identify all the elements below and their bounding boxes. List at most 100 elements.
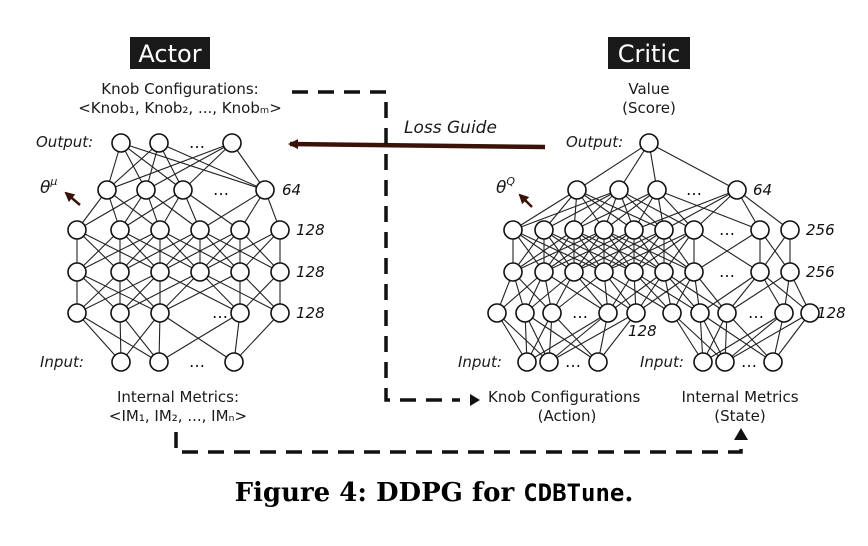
action-dashed-connector [292, 90, 460, 402]
action-pointer [470, 394, 480, 406]
network-edge [145, 189, 201, 231]
critic-size-256-b: 256 [806, 263, 835, 281]
network-edge [648, 142, 738, 191]
network-edge [551, 312, 599, 363]
critic-layer-5-node [717, 303, 737, 323]
network-edge [573, 189, 658, 231]
actor-layer-1-ellipsis: … [213, 180, 229, 199]
critic-layer-4-node [542, 303, 562, 323]
network-edge [524, 271, 575, 314]
actor-size-128-b: 128 [296, 263, 325, 281]
critic-layer-1-ellipsis: … [686, 180, 702, 199]
actor-layer-5-node [224, 352, 244, 372]
actor-layer-3-node [110, 262, 130, 282]
network-edge [633, 189, 738, 231]
network-edge [543, 229, 635, 273]
network-edge [76, 271, 161, 314]
critic-size-128-state: 128 [817, 304, 846, 322]
critic-layer-1-node [647, 180, 667, 200]
caption-code: CDBTune [523, 479, 625, 507]
critic-layer-1-node [609, 180, 629, 200]
critic-layer-7-node [763, 352, 783, 372]
actor-metrics-label: Internal Metrics: [117, 388, 239, 406]
network-edge [663, 271, 728, 314]
critic-layer-7-ellipsis: … [741, 352, 757, 371]
state-arrowhead [734, 428, 748, 440]
actor-layer-0-node [111, 133, 131, 153]
actor-theta-arrow [64, 191, 81, 206]
critic-layer-6-ellipsis: … [565, 352, 581, 371]
critic-layer-3-node [503, 262, 523, 282]
network-edge [76, 189, 147, 231]
actor-metrics-vector: <IM₁, IM₂, ..., IMₙ> [109, 407, 247, 425]
actor-layer-1-node [173, 180, 193, 200]
critic-theta: θQ [496, 175, 515, 198]
network-edge [159, 271, 241, 314]
actor-layer-4-node [110, 303, 130, 323]
network-edges [76, 142, 811, 363]
network-edge [724, 312, 811, 363]
actor-layer-1-node [255, 180, 275, 200]
network-edge [120, 142, 266, 191]
actor-layer-1-node [97, 180, 117, 200]
network-edge [106, 142, 233, 191]
network-edge [573, 189, 620, 231]
critic-state-sub: (State) [714, 407, 765, 425]
network-edge [603, 229, 695, 273]
actor-layer-2-node [190, 220, 210, 240]
critic-layer-3-node [534, 262, 554, 282]
network-edge [635, 271, 695, 314]
critic-action-sub: (Action) [538, 407, 597, 425]
network-edge [543, 271, 609, 314]
network-edge [496, 271, 545, 314]
actor-layer-4-ellipsis: … [212, 303, 228, 322]
critic-layer-7-node [693, 352, 713, 372]
figure-caption: Figure 4: DDPG for CDBTune. [0, 478, 868, 508]
network-edge [543, 229, 605, 273]
network-edge [633, 229, 695, 273]
network-edge [576, 189, 635, 231]
critic-layer-2-node [624, 220, 644, 240]
network-edge [119, 271, 201, 314]
critic-size-256-a: 256 [806, 221, 835, 239]
network-edge [573, 229, 635, 273]
actor-title: Actor [138, 40, 201, 68]
actor-output-label: Output: [36, 133, 93, 151]
network-edge [524, 312, 599, 363]
critic-layer-3-node [624, 262, 644, 282]
critic-theta-arrow [518, 193, 533, 208]
critic-layer-0-node [639, 133, 659, 153]
actor-theta: θμ [40, 175, 57, 198]
critic-layer-2-node [564, 220, 584, 240]
critic-layer-2-node [594, 220, 614, 240]
network-edge [603, 189, 658, 231]
actor-layer-2-node [270, 220, 290, 240]
network-edge [573, 229, 665, 273]
critic-layer-4-ellipsis: … [572, 303, 588, 322]
critic-layer-2-node [654, 220, 674, 240]
actor-layer-3-node [190, 262, 210, 282]
state-dashed-connector [174, 432, 743, 454]
actor-layer-3-node [67, 262, 87, 282]
ddpg-diagram: Actor Critic Knob Configurations: <Knob₁… [36, 37, 846, 454]
network-edge [699, 271, 761, 314]
actor-layer-0-ellipsis: … [189, 133, 205, 152]
network-edge [199, 229, 281, 273]
actor-layer-2-node [230, 220, 250, 240]
network-edge [633, 271, 701, 314]
critic-state-label: Internal Metrics [681, 388, 798, 406]
actor-size-128-a: 128 [296, 221, 325, 239]
caption-suffix: . [624, 478, 634, 508]
network-edge [656, 189, 761, 231]
network-edge [772, 312, 811, 363]
critic-layer-5-node [662, 303, 682, 323]
network-edge [618, 189, 695, 231]
actor-title-box [130, 37, 210, 69]
critic-input-label-left: Input: [458, 353, 502, 371]
critic-layer-1-node [727, 180, 747, 200]
actor-knob-label: Knob Configurations: [101, 80, 258, 98]
critic-action-label: Knob Configurations [488, 388, 641, 406]
network-edge [663, 189, 738, 231]
actor-layer-1-node [136, 180, 156, 200]
actor-layer-4-node [230, 303, 250, 323]
